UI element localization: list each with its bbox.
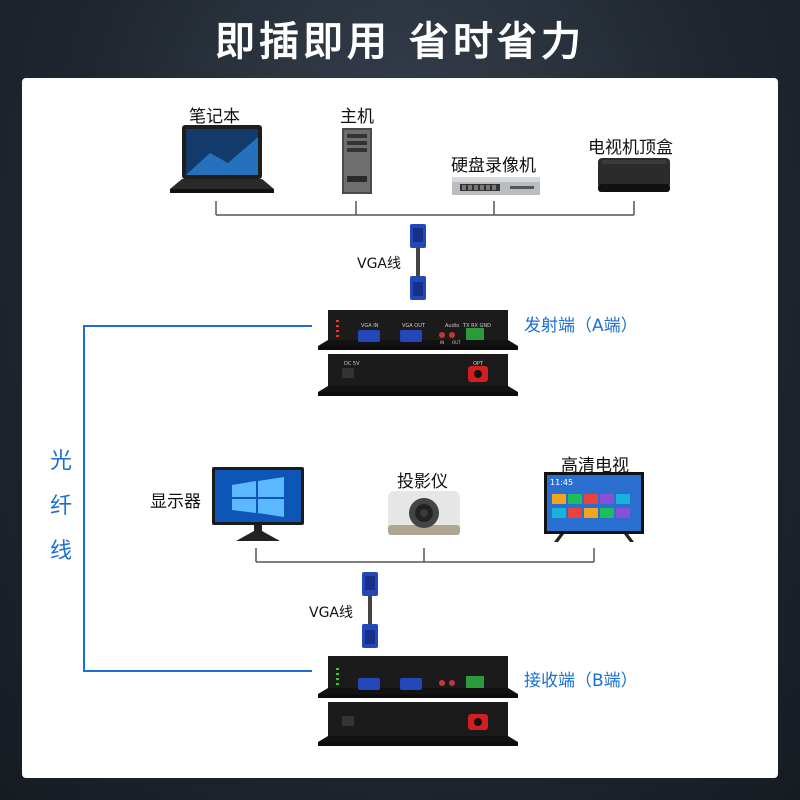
connection-lines (83, 201, 635, 672)
panel-serial: TX RX GND (463, 323, 492, 329)
panel-power: DC 5V (344, 361, 360, 367)
hdtv-label: 高清电视 (561, 456, 629, 476)
transmitter-label: 发射端（A端） (524, 316, 638, 336)
projector-label: 投影仪 (397, 472, 448, 492)
page-title: 即插即用 省时省力 (215, 19, 585, 65)
hdtv-icon (544, 472, 644, 542)
vga-cable-icon (410, 224, 426, 300)
host-label: 主机 (340, 107, 374, 127)
monitor-icon (212, 467, 304, 541)
tv-clock: 11:45 (550, 478, 574, 487)
bottom-cable-label: VGA线 (309, 605, 354, 621)
settop-label: 电视机顶盒 (588, 138, 673, 158)
fiber-label-1: 光 (50, 449, 73, 474)
pc-tower-icon (342, 128, 372, 194)
diagram-panel: 笔记本 主机 硬盘录像机 电视机顶盒 VGA线 (22, 78, 778, 778)
vga-cable-icon (362, 572, 378, 648)
projector-icon (388, 491, 460, 535)
receiver-label: 接收端（B端） (524, 671, 638, 691)
fiber-label-2: 纤 (50, 494, 73, 519)
panel-audio-in: IN (440, 340, 445, 345)
monitor-label: 显示器 (150, 492, 201, 512)
panel-vga-out: VGA OUT (402, 323, 425, 329)
dvr-label: 硬盘录像机 (451, 156, 536, 176)
fiber-label-3: 线 (50, 539, 73, 564)
panel-audio-out: OUT (452, 340, 461, 345)
transmitter-device (318, 310, 518, 396)
receiver-device (318, 656, 518, 746)
laptop-label: 笔记本 (189, 107, 240, 127)
top-cable-label: VGA线 (357, 256, 402, 272)
dvr-icon (452, 177, 540, 195)
panel-vga-in: VGA IN (361, 323, 379, 329)
panel-optical: OPT (473, 361, 484, 367)
panel-audio: Audio (445, 323, 460, 329)
settop-box-icon (598, 158, 670, 192)
laptop-icon (170, 125, 274, 193)
